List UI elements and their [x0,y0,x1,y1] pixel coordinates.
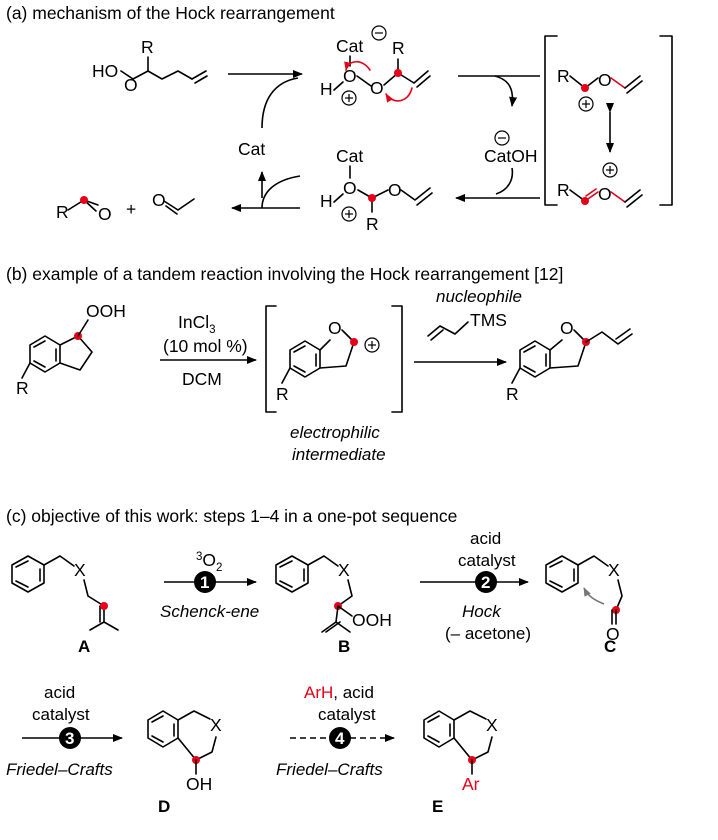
incl3-label: InCl3 [178,312,216,336]
step3-line2: catalyst [32,705,90,724]
allyl-chroman: O R [506,318,633,404]
compound-a: X A [11,555,119,656]
compound-c: X O C [545,555,623,656]
allyl-hydroperoxide: HO R O [92,37,208,95]
compound-d: X OH D [147,710,222,816]
label-b: B [338,637,350,656]
o-label-b: O [328,318,342,338]
cat-label-cycle: Cat [238,139,265,159]
products-a: R O + O [56,190,195,224]
x-label-a: X [74,560,86,580]
step-1-badge [194,571,216,593]
x-label-d: X [210,715,222,735]
catoh-label: CatOH [484,146,537,166]
label-e: E [432,797,443,816]
x-label-e: X [486,715,498,735]
o-label-7: O [388,180,402,200]
panel-b-title: (b) example of a tandem reaction involvi… [6,264,563,284]
r-label-2: R [392,38,405,58]
compound-b: X OOH B [275,555,392,656]
r-label: R [141,37,154,57]
step2-name: Hock [462,602,502,621]
step-3-badge [59,727,81,749]
nucleophile-label: nucleophile [436,287,522,306]
o-label-9: O [152,190,166,210]
compound-e: X Ar E [423,710,498,816]
step3-line1: acid [44,683,75,702]
cat-peroxide-complex: Cat O H O R [320,25,431,106]
ooh-label-c: OOH [352,610,392,630]
panel-a: (a) mechanism of the Hock rearrangement … [6,3,673,234]
step-1-num: 1 [200,573,209,592]
x-label-b: X [338,560,350,580]
step4-name: Friedel–Crafts [276,760,383,779]
step-3-num: 3 [65,729,74,748]
o-label-b2: O [560,318,574,338]
tms-label: TMS [470,310,507,330]
o-label-8: O [98,204,112,224]
panel-c: (c) objective of this work: steps 1–4 in… [6,506,623,816]
o-label-5: O [598,184,612,204]
label-c: C [604,637,616,656]
r-label-5: R [366,214,379,234]
plus-sign: + [126,199,136,219]
panel-a-title: (a) mechanism of the Hock rearrangement [6,3,335,23]
step2-line2: catalyst [458,551,516,570]
h-label: H [320,79,333,99]
step4-line1: ArH, acid [304,683,374,702]
r-label-6: R [56,202,69,222]
o-label-6: O [343,178,357,198]
panel-b: (b) example of a tandem reaction involvi… [6,264,633,464]
cat-label-top: Cat [336,36,363,56]
step3-name: Friedel–Crafts [6,760,113,779]
step2-note: (– acetone) [445,624,531,643]
o2-label: 3O2 [196,550,222,574]
ar-label: Ar [462,774,480,794]
step2-line1: acid [470,529,501,548]
oh-label: OH [186,774,212,794]
resonance-bracket: R O R O [544,35,673,208]
label-a: A [78,637,90,656]
step-2-badge [475,571,497,593]
o-label-3: O [370,78,384,98]
electrophilic-intermediate: O R [265,305,403,413]
intermediate-line2: intermediate [292,445,386,464]
o-label-c: O [606,624,620,644]
panel-c-title: (c) objective of this work: steps 1–4 in… [6,506,457,526]
r-label-3: R [557,66,570,86]
r-label-b3: R [506,384,519,404]
ho-label: HO [92,61,118,81]
label-d: D [158,797,170,816]
o-label-2: O [343,66,357,86]
r-label-b2: R [276,384,289,404]
step1-name: Schenck-ene [160,602,259,621]
ooh-label-b: OOH [86,301,126,321]
cat-label-bottom: Cat [336,146,363,166]
intermediate-line1: electrophilic [290,423,380,442]
step4-line2: catalyst [318,705,376,724]
step-4-badge [329,727,351,749]
hemiacetal-complex: Cat O H R O [320,146,433,234]
step-2-num: 2 [481,573,490,592]
dcm-label: DCM [182,369,222,389]
indane-hydroperoxide: OOH R [16,301,126,398]
x-label-c: X [608,560,620,580]
mol-percent-label: (10 mol %) [163,336,248,356]
step-4-num: 4 [335,729,345,748]
o-label: O [124,75,138,95]
o-label-4: O [598,70,612,90]
r-label-b1: R [16,378,29,398]
h-label-2: H [320,191,333,211]
r-label-4: R [557,180,570,200]
